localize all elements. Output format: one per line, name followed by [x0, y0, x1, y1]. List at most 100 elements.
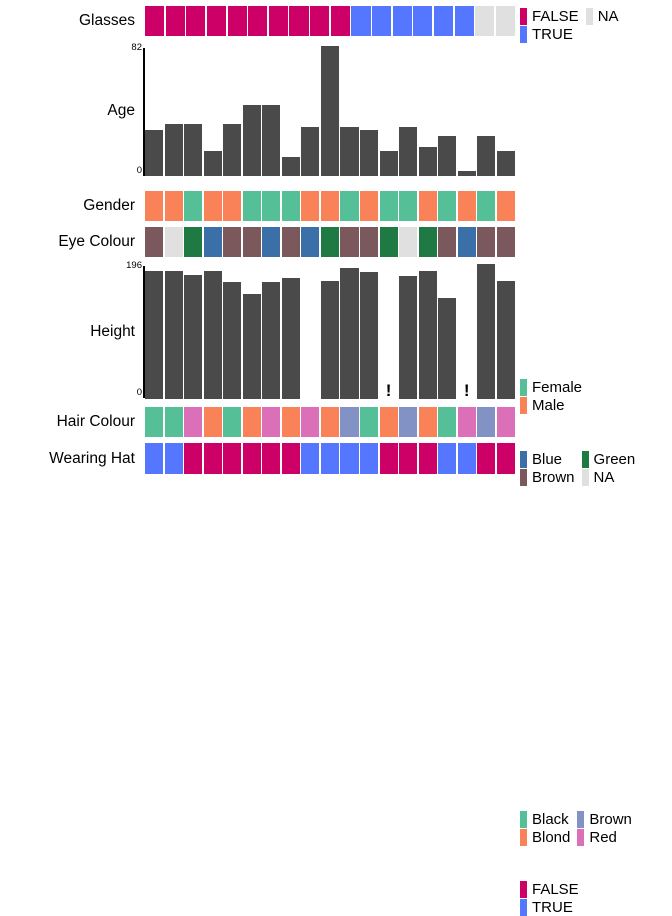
bar [438, 298, 457, 399]
row-age: Age 82 0 [0, 42, 672, 176]
bar [145, 270, 164, 399]
strip-cell [360, 227, 379, 257]
strip-cell [301, 443, 320, 474]
legend-swatch [577, 829, 585, 846]
strip-cell [351, 6, 371, 36]
row-label-eye-colour: Eye Colour [58, 233, 135, 250]
strip-cell [418, 443, 437, 474]
strip-cell [186, 6, 206, 36]
strip-cell [164, 191, 183, 221]
bar [203, 270, 222, 399]
bar-slot [281, 264, 300, 399]
legend-item: NA [585, 8, 619, 25]
strip-cell [330, 6, 350, 36]
strip-cell [496, 407, 515, 437]
bar [223, 123, 242, 176]
bar [496, 280, 515, 399]
strip-cell [477, 443, 496, 474]
bar-slot [242, 46, 261, 176]
bar [262, 281, 281, 399]
strip-cell [242, 227, 261, 257]
legend-label: Brown [589, 811, 632, 828]
strip-cell [379, 227, 398, 257]
strip-cell [496, 227, 515, 257]
bar-slot [438, 264, 457, 399]
bar-slot: ! [458, 264, 476, 399]
bar [164, 270, 183, 399]
strip-cell [203, 227, 222, 257]
legend-label: FALSE [532, 8, 579, 25]
legend-item: Female [520, 379, 582, 396]
legend-label: Blue [532, 451, 563, 468]
legend-swatch [581, 451, 589, 468]
bar [184, 275, 203, 399]
strip-cell [206, 6, 227, 36]
strip-cell [454, 6, 474, 36]
bar-slot [262, 46, 281, 176]
legend-item: Green [581, 451, 635, 468]
bar [203, 150, 222, 176]
legend-swatch [577, 811, 585, 828]
bar-slot [281, 46, 300, 176]
strip-cell [203, 407, 222, 437]
strip-cell [203, 191, 222, 221]
bars-height: !! [145, 264, 515, 399]
missing-flag-icon: ! [385, 381, 392, 400]
legend-item: Blond [520, 829, 570, 846]
strip-cell [248, 6, 268, 36]
strip-cell [433, 6, 454, 36]
legend-swatch [520, 8, 527, 25]
bar [496, 150, 515, 176]
bar [301, 126, 320, 176]
bar [340, 126, 359, 176]
strip-cell [281, 407, 300, 437]
strip-wearing-hat [145, 443, 515, 474]
strip-cell [475, 6, 495, 36]
bar [223, 281, 242, 399]
strip-cell [477, 191, 496, 221]
strip-cell [360, 191, 379, 221]
bar [340, 268, 359, 399]
legend-item: FALSE [520, 8, 579, 25]
strip-cell [399, 191, 418, 221]
bar-slot [340, 46, 359, 176]
bar-slot [145, 46, 164, 176]
bar-slot [164, 264, 183, 399]
bar [262, 104, 281, 176]
strip-panel-wearing-hat [145, 443, 515, 474]
strip-panel-gender [145, 191, 515, 221]
row-height: Height 196 0 !! [0, 260, 672, 399]
bar-slot [320, 264, 339, 399]
strip-cell [413, 6, 433, 36]
strip-cell [496, 191, 515, 221]
strip-cell [268, 6, 288, 36]
bar [242, 104, 261, 176]
bar-slot [203, 46, 222, 176]
strip-cell [262, 407, 281, 437]
legend-label: Red [589, 829, 617, 846]
legend-swatch [520, 379, 527, 396]
strip-cell [165, 6, 185, 36]
bar-slot [184, 264, 203, 399]
strip-cell [242, 407, 261, 437]
bar-slot [457, 46, 476, 176]
strip-hair-colour [145, 407, 515, 437]
strip-cell [379, 407, 398, 437]
legend-swatch [520, 397, 527, 414]
strip-glasses [145, 6, 516, 36]
bar-slot [340, 264, 359, 399]
bars-age [145, 46, 515, 176]
strip-cell [379, 443, 398, 474]
strip-cell [310, 6, 330, 36]
strip-cell [457, 407, 476, 437]
strip-cell [340, 227, 359, 257]
bar-slot: ! [380, 264, 398, 399]
strip-cell [281, 443, 300, 474]
